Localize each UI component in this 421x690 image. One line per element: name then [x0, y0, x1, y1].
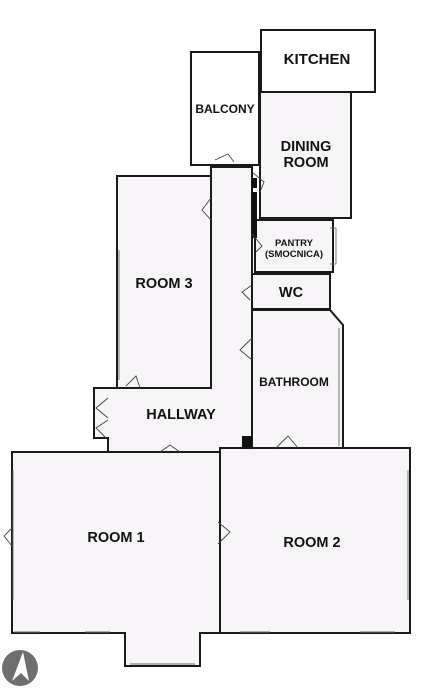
room-2[interactable]: ROOM 2: [219, 447, 411, 634]
room-3[interactable]: ROOM 3: [116, 175, 212, 391]
room-wc[interactable]: WC: [251, 273, 331, 310]
door-wc[interactable]: [241, 284, 253, 301]
room-balcony[interactable]: BALCONY: [190, 51, 260, 166]
wall-block-dining: [252, 178, 257, 188]
room-label-dining: DINING: [281, 139, 332, 155]
door-bathroom[interactable]: [239, 337, 253, 361]
room-kitchen[interactable]: KITCHEN: [260, 29, 376, 93]
room-label-room3: ROOM 3: [135, 276, 192, 292]
room-label-balcony: BALCONY: [195, 102, 254, 116]
door-balcony[interactable]: [214, 153, 235, 163]
room-label-kitchen: KITCHEN: [284, 51, 351, 68]
room-label-pantry-sub: (SMOCNICA): [265, 249, 323, 260]
room-label-hallway: HALLWAY: [146, 407, 216, 423]
wall-block-hall: [242, 436, 252, 449]
wall-block-pantry: [252, 192, 257, 238]
door-room1-left[interactable]: [3, 527, 13, 547]
door-entrance-top[interactable]: [95, 397, 109, 419]
door-dining[interactable]: [251, 171, 265, 193]
room-bathroom[interactable]: BATHROOM: [251, 309, 344, 449]
door-room2-top[interactable]: [275, 435, 299, 449]
room-label-room1: ROOM 1: [87, 530, 144, 546]
room-dining-room[interactable]: DINING ROOM: [259, 91, 352, 219]
door-entrance-bottom[interactable]: [95, 419, 109, 439]
north-arrow-icon: [2, 650, 38, 686]
room-label-dining-room: ROOM: [283, 155, 328, 171]
door-pantry[interactable]: [251, 233, 263, 253]
door-room3[interactable]: [201, 197, 212, 221]
door-room3-bottom[interactable]: [125, 375, 141, 389]
room-pantry[interactable]: PANTRY (SMOCNICA): [254, 219, 334, 273]
room-label-pantry: PANTRY: [275, 238, 314, 249]
door-room1-room2[interactable]: [217, 521, 231, 545]
room-label-room2: ROOM 2: [283, 535, 340, 551]
door-room1-top[interactable]: [159, 444, 181, 453]
room-label-bathroom: BATHROOM: [259, 375, 329, 389]
room-1[interactable]: ROOM 1: [11, 451, 221, 667]
room-label-wc: WC: [279, 285, 304, 301]
